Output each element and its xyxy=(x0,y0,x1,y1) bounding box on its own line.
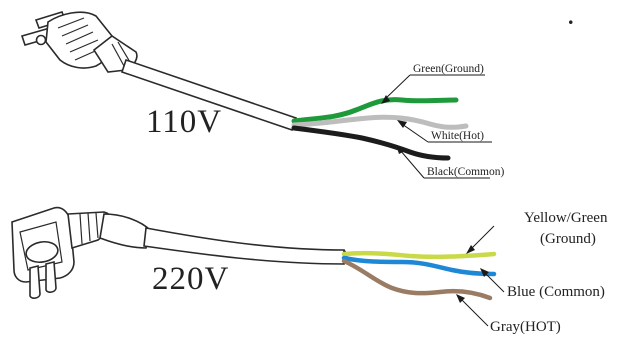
eu-plug-face xyxy=(25,240,59,264)
black-common-callout: Black(Common) xyxy=(396,145,504,179)
yellow-green-label-line1: Yellow/Green xyxy=(524,210,608,226)
yellow-green-label-line2: (Ground) xyxy=(540,231,596,247)
black-common-label: Black(Common) xyxy=(427,166,504,178)
eu-plug-pins xyxy=(29,260,57,299)
green-ground-label: Green(Ground) xyxy=(413,63,484,75)
blue-common-callout: Blue (Common) xyxy=(480,268,605,300)
corner-dot: . xyxy=(568,4,574,29)
green-ground-wire xyxy=(291,97,459,124)
blue-common-wire xyxy=(341,255,497,277)
yellow-green-ground-callout: Yellow/Green (Ground) xyxy=(466,210,608,254)
white-hot-wire xyxy=(291,114,469,130)
gray-hot-label: Gray(HOT) xyxy=(490,319,561,335)
voltage-110v: 110V xyxy=(146,104,222,140)
eu-plug-assembly xyxy=(11,206,348,299)
gray-hot-wire xyxy=(341,258,493,301)
us-plug-assembly xyxy=(20,11,298,132)
white-hot-callout: White(Hot) xyxy=(397,120,492,143)
white-hot-label: White(Hot) xyxy=(431,130,484,142)
green-ground-callout: Green(Ground) xyxy=(381,63,485,104)
eu-cord-sheath xyxy=(143,227,345,265)
gray-hot-callout: Gray(HOT) xyxy=(456,294,561,335)
voltage-220v: 220V xyxy=(152,261,229,297)
blue-common-label: Blue (Common) xyxy=(507,284,605,300)
yellow-green-ground-wire xyxy=(341,250,497,260)
us-wires xyxy=(291,97,469,161)
eu-wires xyxy=(341,250,497,301)
black-common-wire xyxy=(291,125,451,161)
